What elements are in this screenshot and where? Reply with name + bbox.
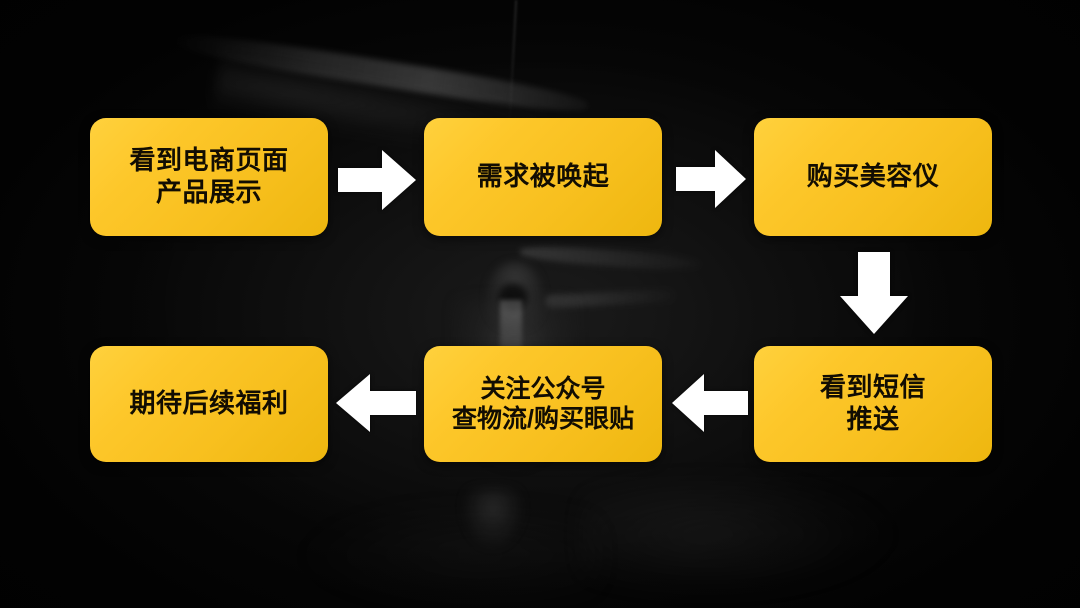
arrow-left-icon (672, 372, 748, 434)
flow-node-expect-future-benefits[interactable]: 期待后续福利 (90, 346, 328, 462)
flow-node-line: 查物流/购买眼贴 (452, 405, 634, 433)
arrow-left-icon (336, 372, 416, 434)
flow-node-line: 需求被唤起 (476, 161, 610, 192)
flow-node-line: 购买美容仪 (806, 161, 940, 192)
flow-node-follow-official-account[interactable]: 关注公众号 查物流/购买眼贴 (424, 346, 662, 462)
flow-node-line: 关注公众号 (480, 374, 606, 403)
flow-node-see-ecommerce-page[interactable]: 看到电商页面 产品展示 (90, 118, 328, 236)
flow-node-line: 看到电商页面 (129, 145, 289, 176)
arrow-right-icon (676, 148, 746, 210)
flow-node-buy-beauty-device[interactable]: 购买美容仪 (754, 118, 992, 236)
flow-node-line: 期待后续福利 (129, 388, 289, 419)
flow-node-line: 看到短信 (819, 372, 926, 403)
arrow-right-icon (338, 148, 416, 212)
flow-node-demand-awakened[interactable]: 需求被唤起 (424, 118, 662, 236)
flow-node-line: 产品展示 (155, 177, 262, 207)
flow-node-receive-sms-push[interactable]: 看到短信 推送 (754, 346, 992, 462)
arrow-down-icon (838, 252, 910, 334)
flow-node-line: 推送 (846, 404, 900, 434)
